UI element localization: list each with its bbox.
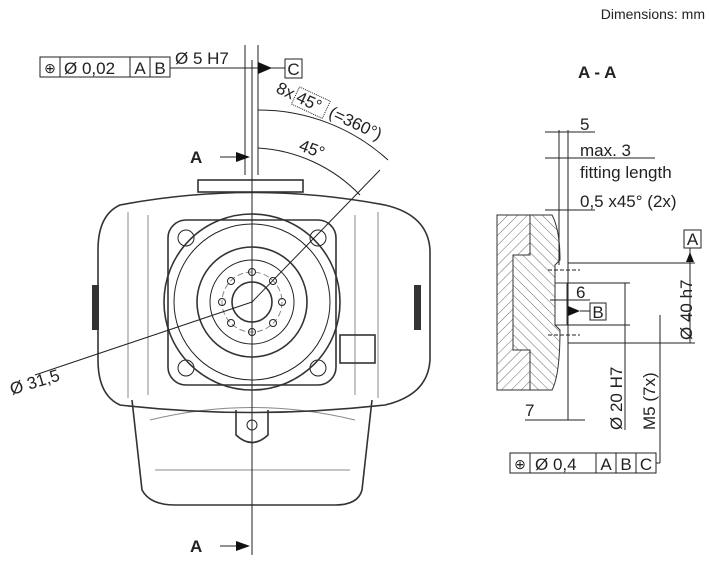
angle-total: (=360°) <box>326 103 385 144</box>
datum-c: C <box>287 60 299 79</box>
section-marker-bottom: A <box>190 537 202 556</box>
dia-20: Ø 20 H7 <box>607 367 626 430</box>
section-arrowhead <box>236 541 250 551</box>
datum-ref: A <box>134 59 146 78</box>
thread-label: M5 (7x) <box>640 372 659 430</box>
datum-b-triangle <box>568 306 580 316</box>
section-title: A - A <box>578 63 616 82</box>
front-view <box>34 45 431 555</box>
left-nub <box>92 285 99 330</box>
angle-arc-45 <box>257 147 361 196</box>
flange-section <box>512 214 561 391</box>
corner-hole <box>309 359 327 377</box>
angle-ray <box>251 169 381 303</box>
datum-ref: B <box>154 59 165 78</box>
lower-housing <box>131 399 373 506</box>
datum-c-box <box>284 58 303 79</box>
datum-b: B <box>592 303 603 322</box>
datum-a-box <box>683 229 702 249</box>
corner-hole <box>177 359 195 377</box>
dia-40: Ø 40 h7 <box>677 280 696 341</box>
angle-pattern-label: 8x 45° (=360°) <box>273 78 385 144</box>
tolerance-value: Ø 0,02 <box>64 59 115 78</box>
datum-b-box <box>589 302 607 321</box>
angle-count: 8x <box>273 78 298 103</box>
datum-ref: C <box>640 455 652 474</box>
datum-ref: B <box>620 455 631 474</box>
position-symbol: ⊕ <box>514 456 526 472</box>
tolerance-value: Ø 0,4 <box>535 455 577 474</box>
housing-edges <box>127 212 379 398</box>
arrowhead <box>686 252 694 262</box>
angle-45-label: 45° <box>297 136 328 163</box>
position-symbol: ⊕ <box>44 60 56 76</box>
angle-arc-pattern <box>257 109 389 161</box>
dim-5: 5 <box>580 115 589 134</box>
section-arrowhead <box>236 152 250 162</box>
datum-triangle <box>258 62 272 74</box>
corner-hole <box>309 229 327 247</box>
units-note: Dimensions: mm <box>601 6 705 22</box>
datum-a: A <box>687 230 699 249</box>
fitting-length: fitting length <box>580 163 672 182</box>
dim-6-label: 6 <box>576 283 585 302</box>
section-view <box>496 130 695 463</box>
position-tolerance-frame: ⊕ Ø 0,02 A B <box>39 56 171 78</box>
bore-section <box>554 282 568 326</box>
dia-leader <box>34 301 253 376</box>
right-nub <box>414 285 421 330</box>
main-housing <box>97 191 431 414</box>
max-fitting: max. 3 <box>580 141 631 160</box>
bolt-circle-label: Ø 31,5 <box>8 366 62 399</box>
section-marker-top: A <box>190 148 202 167</box>
corner-hole <box>177 229 195 247</box>
datum-ref: A <box>600 455 612 474</box>
connector <box>339 334 376 364</box>
bolt-circle-dim: Ø 31,5 <box>8 366 62 399</box>
dim-7-label: 7 <box>525 401 534 420</box>
top-flange <box>197 179 304 193</box>
hole-label: Ø 5 H7 <box>175 49 229 68</box>
section-position-tolerance-frame: ⊕ Ø 0,4 A B C <box>509 452 660 474</box>
chamfer: 0,5 x45° (2x) <box>580 192 677 211</box>
angle-basic: 45° <box>293 88 324 116</box>
